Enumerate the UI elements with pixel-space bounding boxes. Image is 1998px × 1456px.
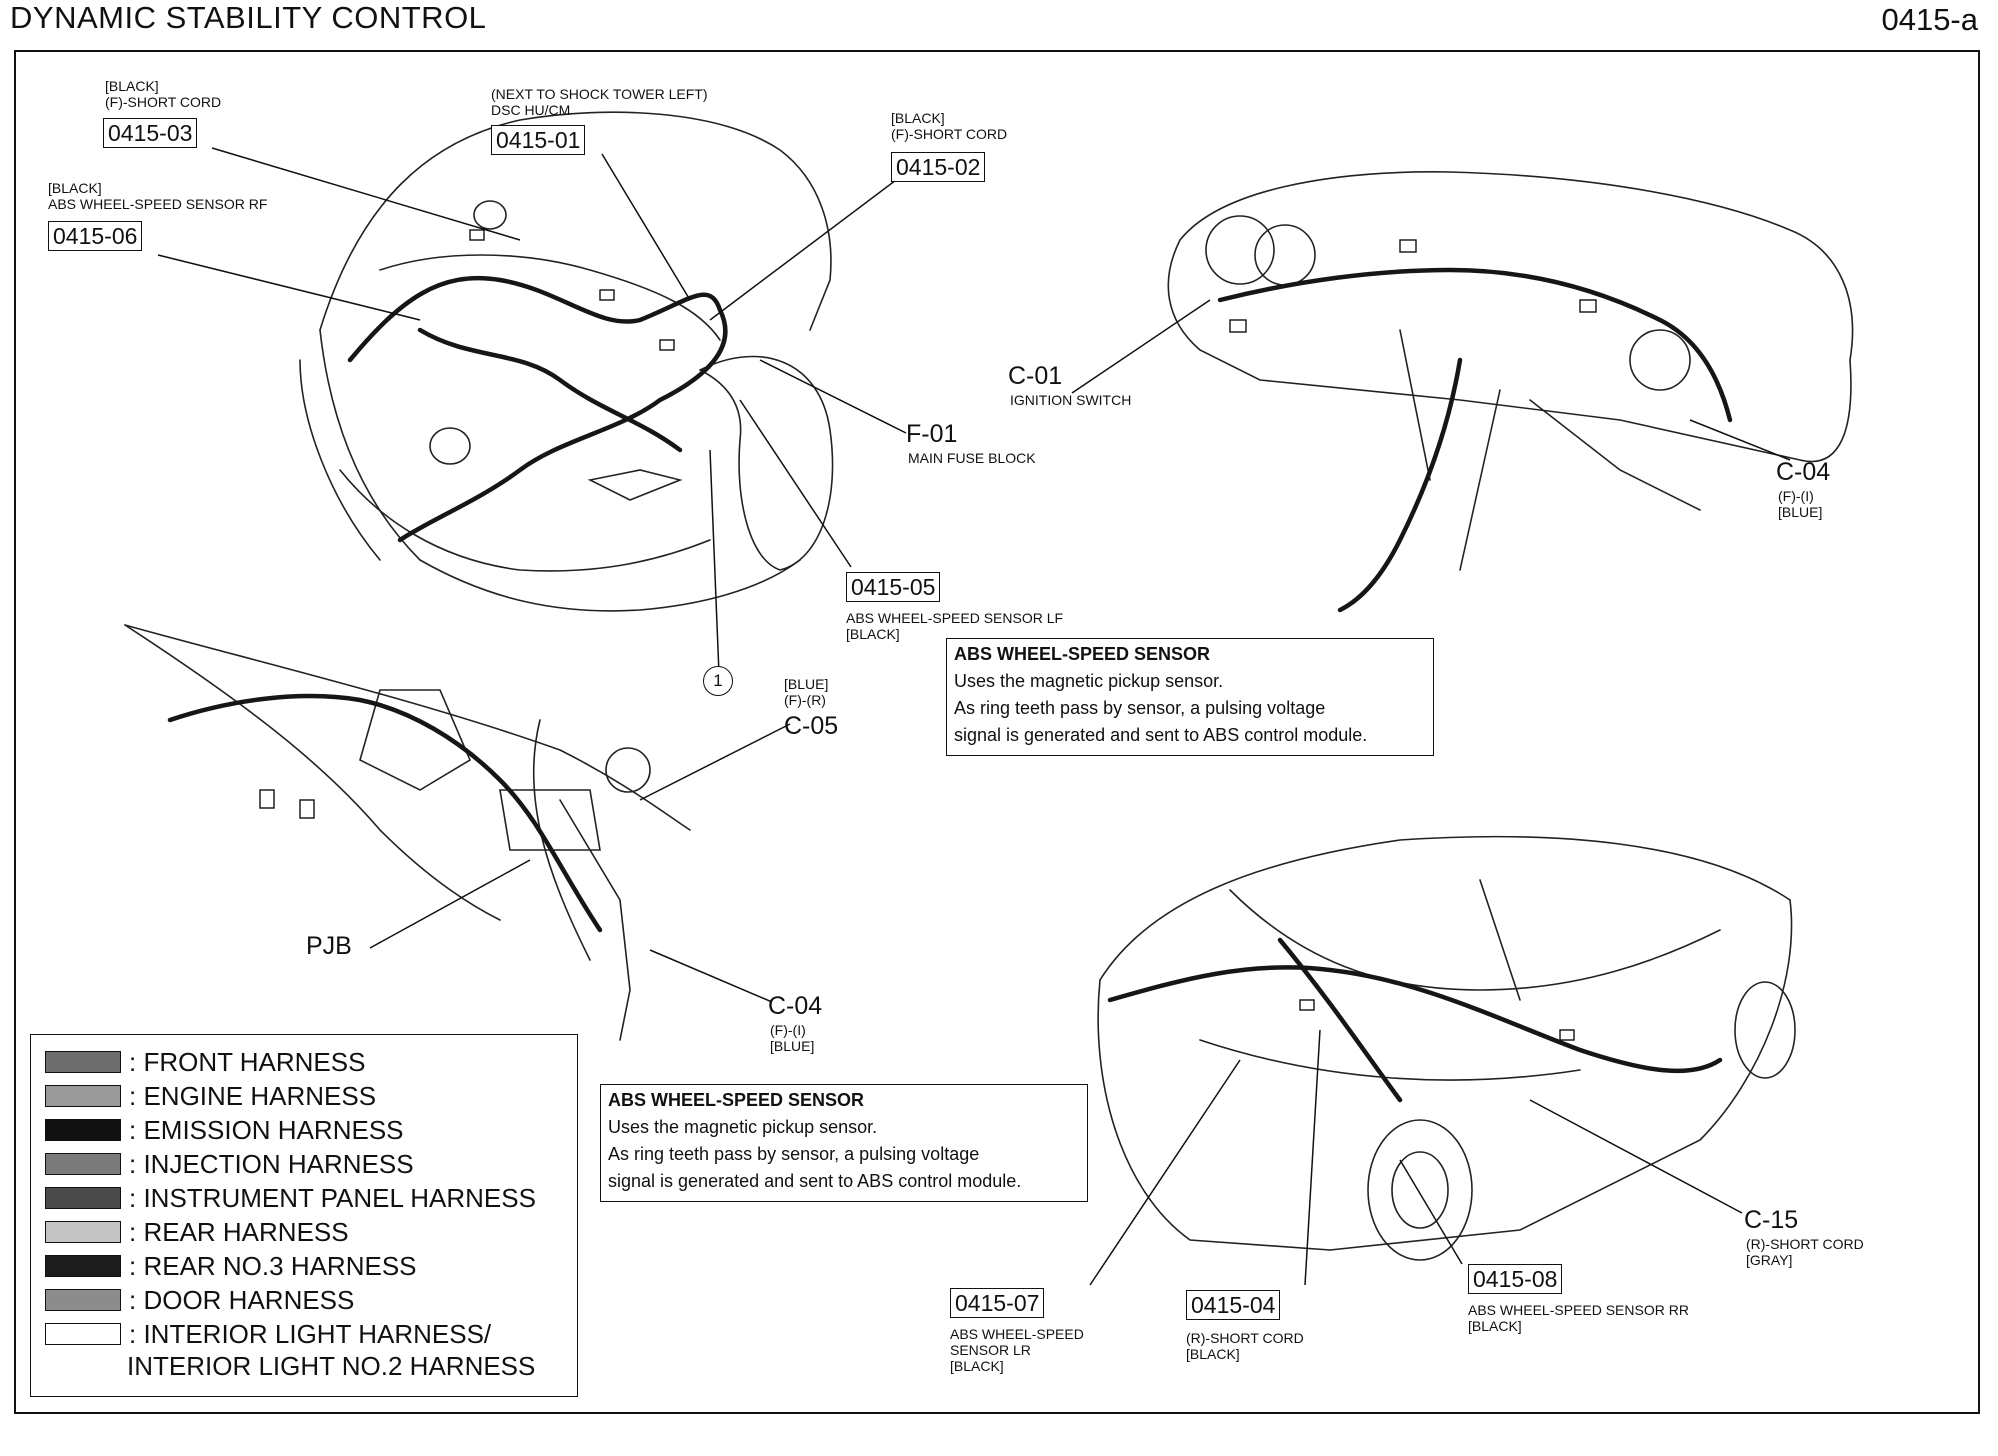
connector-c15-id[interactable]: C-15 <box>1744 1206 1799 1234</box>
harness-legend: : FRONT HARNESS : ENGINE HARNESS : EMISS… <box>30 1034 578 1397</box>
kick-harness-run <box>167 693 603 933</box>
kick-panel-sketch <box>124 624 691 1041</box>
connector-c05-desc: [BLUE] (F)-(R) <box>784 676 829 708</box>
connector-c01-id[interactable]: C-01 <box>1008 362 1063 390</box>
callout-0415-07-box[interactable]: 0415-07 <box>950 1288 1045 1318</box>
connector-pjb-id[interactable]: PJB <box>306 932 352 960</box>
callout-0415-04-desc: (R)-SHORT CORD [BLACK] <box>1186 1330 1304 1362</box>
connector-c04-lower-id[interactable]: C-04 <box>768 992 823 1020</box>
legend-swatch <box>45 1119 121 1142</box>
legend-swatch <box>45 1289 121 1312</box>
legend-swatch <box>45 1085 121 1108</box>
legend-swatch <box>45 1323 121 1346</box>
legend-item-instrument-panel: : INSTRUMENT PANEL HARNESS <box>45 1183 536 1213</box>
callout-0415-05-desc: ABS WHEEL-SPEED SENSOR LF [BLACK] <box>846 610 1064 642</box>
callout-0415-04-box[interactable]: 0415-04 <box>1186 1290 1281 1320</box>
callout-0415-05-box[interactable]: 0415-05 <box>846 572 941 602</box>
connector-c15-desc: (R)-SHORT CORD [GRAY] <box>1746 1236 1864 1268</box>
connector-f01-id[interactable]: F-01 <box>906 420 958 448</box>
connector-c04-lower-desc: (F)-(I) [BLUE] <box>770 1022 815 1054</box>
legend-item-rear-no3: : REAR NO.3 HARNESS <box>45 1251 417 1281</box>
connector-c04-dash-desc: (F)-(I) [BLUE] <box>1778 488 1823 520</box>
rear-car-sketch <box>1097 835 1796 1261</box>
dashboard-sketch <box>1167 171 1854 571</box>
callout-0415-01-box[interactable]: 0415-01 <box>491 125 586 155</box>
legend-item-door: : DOOR HARNESS <box>45 1285 354 1315</box>
callout-0415-06-box[interactable]: 0415-06 <box>48 221 143 251</box>
callout-0415-07-desc: ABS WHEEL-SPEED SENSOR LR [BLACK] <box>950 1326 1084 1374</box>
abs-sensor-note-lower: ABS WHEEL-SPEED SENSOR Uses the magnetic… <box>600 1084 1088 1202</box>
reference-marker-1: 1 <box>703 666 733 696</box>
legend-item-engine: : ENGINE HARNESS <box>45 1081 376 1111</box>
legend-swatch <box>45 1051 121 1074</box>
legend-swatch <box>45 1255 121 1278</box>
callout-0415-01-desc: (NEXT TO SHOCK TOWER LEFT) DSC HU/CM <box>491 86 708 118</box>
page-title: DYNAMIC STABILITY CONTROL <box>10 0 487 35</box>
callout-0415-02-box[interactable]: 0415-02 <box>891 152 986 182</box>
callout-0415-06-desc: [BLACK] ABS WHEEL-SPEED SENSOR RF <box>48 180 268 212</box>
engine-harness-run <box>417 327 683 453</box>
legend-item-emission: : EMISSION HARNESS <box>45 1115 404 1145</box>
legend-swatch <box>45 1187 121 1210</box>
legend-item-front: : FRONT HARNESS <box>45 1047 365 1077</box>
engine-bay-sketch <box>299 111 834 612</box>
callout-0415-03-desc: [BLACK] (F)-SHORT CORD <box>105 78 222 110</box>
abs-sensor-note-upper: ABS WHEEL-SPEED SENSOR Uses the magnetic… <box>946 638 1434 756</box>
rear-harness-run <box>1107 965 1723 1074</box>
dash-harness-drop <box>1337 357 1463 613</box>
legend-item-rear: : REAR HARNESS <box>45 1217 349 1247</box>
front-harness-run <box>347 275 728 543</box>
callout-0415-02-desc: [BLACK] (F)-SHORT CORD <box>891 110 1008 142</box>
callout-0415-03-box[interactable]: 0415-03 <box>103 118 198 148</box>
connector-c01-desc: IGNITION SWITCH <box>1010 392 1132 408</box>
legend-item-interior-light: : INTERIOR LIGHT HARNESS/ <box>45 1319 491 1349</box>
callout-0415-08-desc: ABS WHEEL-SPEED SENSOR RR [BLACK] <box>1468 1302 1689 1334</box>
legend-swatch <box>45 1221 121 1244</box>
legend-item-injection: : INJECTION HARNESS <box>45 1149 414 1179</box>
callout-0415-08-box[interactable]: 0415-08 <box>1468 1264 1563 1294</box>
diagram-frame <box>14 50 1980 1414</box>
connector-c05-id[interactable]: C-05 <box>784 712 839 740</box>
rear-harness-branch <box>1277 937 1403 1103</box>
connector-c04-dash-id[interactable]: C-04 <box>1776 458 1831 486</box>
legend-item-interior-light-continued: INTERIOR LIGHT NO.2 HARNESS <box>127 1351 536 1381</box>
page-code: 0415-a <box>1881 2 1978 37</box>
legend-swatch <box>45 1153 121 1176</box>
connector-f01-desc: MAIN FUSE BLOCK <box>908 450 1036 466</box>
dash-harness-run <box>1217 267 1733 423</box>
